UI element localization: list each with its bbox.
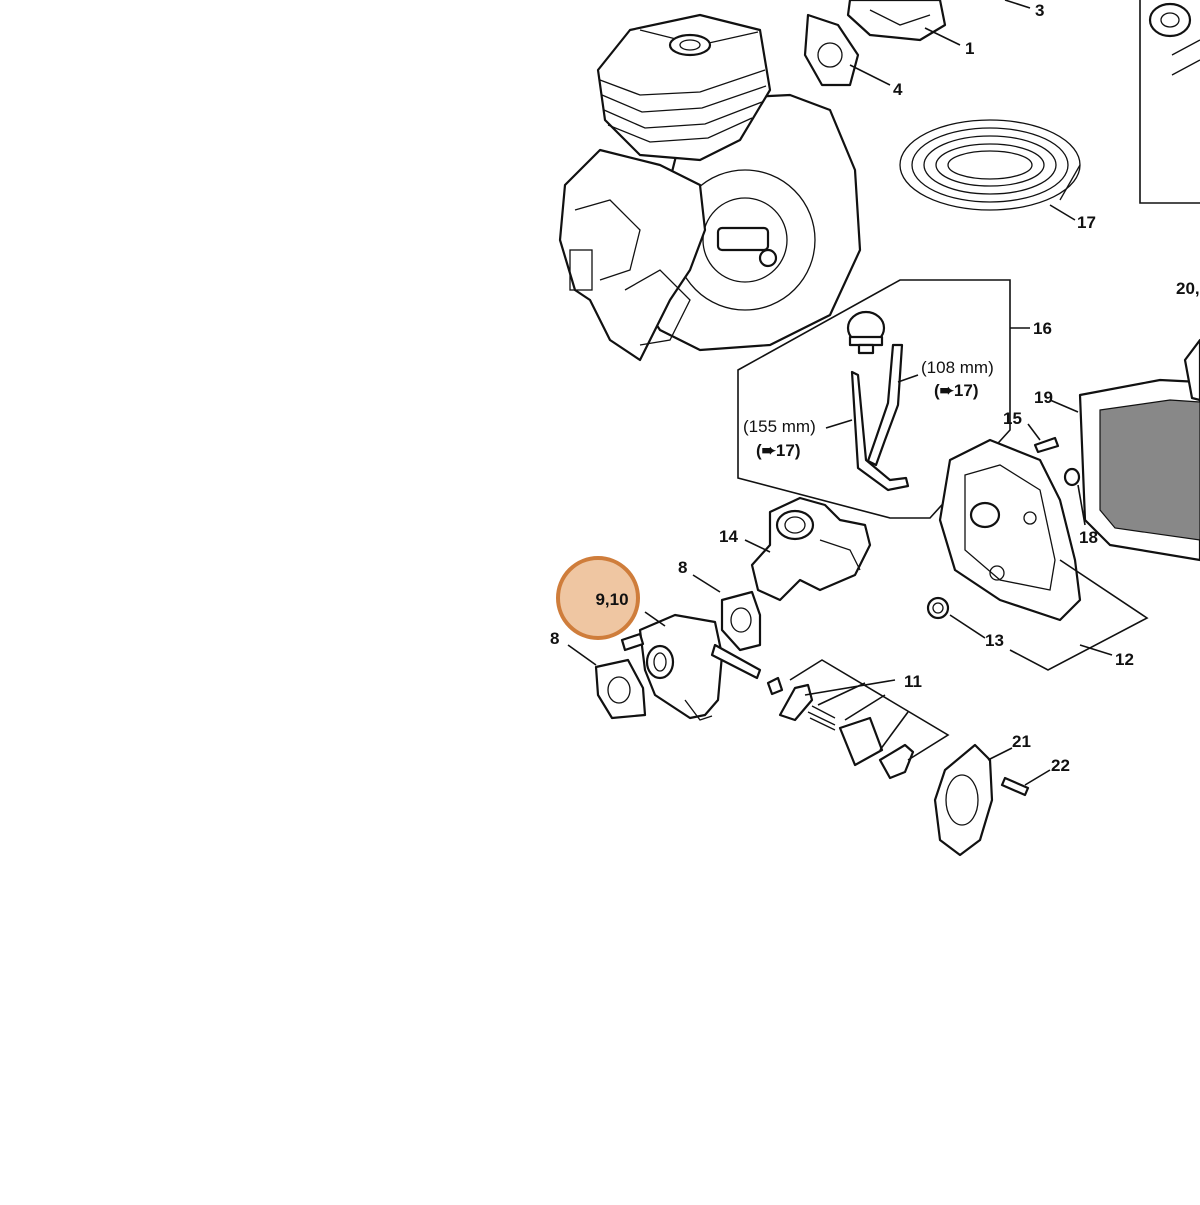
label-part-16: 16 (1033, 319, 1052, 338)
carburetor-box-drawing (926, 436, 1082, 622)
coil-spring-drawing (899, 119, 1081, 211)
label-part-17: 17 (1077, 213, 1096, 232)
label-part-8-lower: 8 (550, 629, 559, 648)
label-part-14: 14 (719, 527, 738, 546)
gasket-drawing (594, 590, 762, 720)
engine-assembly-drawing (558, 0, 1200, 362)
air-filter-drawing (1078, 338, 1200, 562)
label-part-15: 15 (1003, 409, 1022, 428)
highlight-marker-9-10[interactable]: 9,10 (556, 556, 640, 640)
part-labels: 3 1 4 17 20, 16 (108 mm) (➨17) (155 mm) … (550, 1, 1200, 775)
label-part-1: 1 (965, 39, 974, 58)
carburetor-drawing (620, 613, 762, 721)
label-part-3: 3 (1035, 1, 1044, 20)
leader-lines (567, 0, 1149, 786)
manifold-drawing (750, 496, 872, 602)
label-part-21: 21 (1012, 732, 1031, 751)
label-part-12: 12 (1115, 650, 1134, 669)
hose-long-length: (155 mm) (743, 417, 816, 436)
label-part-22: 22 (1051, 756, 1070, 775)
highlight-circle[interactable] (556, 556, 640, 640)
label-part-20: 20, (1176, 279, 1200, 298)
label-part-18: 18 (1079, 528, 1098, 547)
highlight-label: 9,10 (595, 590, 628, 609)
hose-long-ref: (➨17) (756, 441, 800, 460)
label-part-19: 19 (1034, 388, 1053, 407)
label-part-13: 13 (985, 631, 1004, 650)
hose-short-ref: (➨17) (934, 381, 978, 400)
label-part-8-upper: 8 (678, 558, 687, 577)
flange-drawing (933, 743, 1030, 857)
label-part-4: 4 (893, 80, 903, 99)
throttle-parts-drawing (766, 676, 915, 780)
label-part-11: 11 (904, 672, 922, 691)
hose-short-length: (108 mm) (921, 358, 994, 377)
